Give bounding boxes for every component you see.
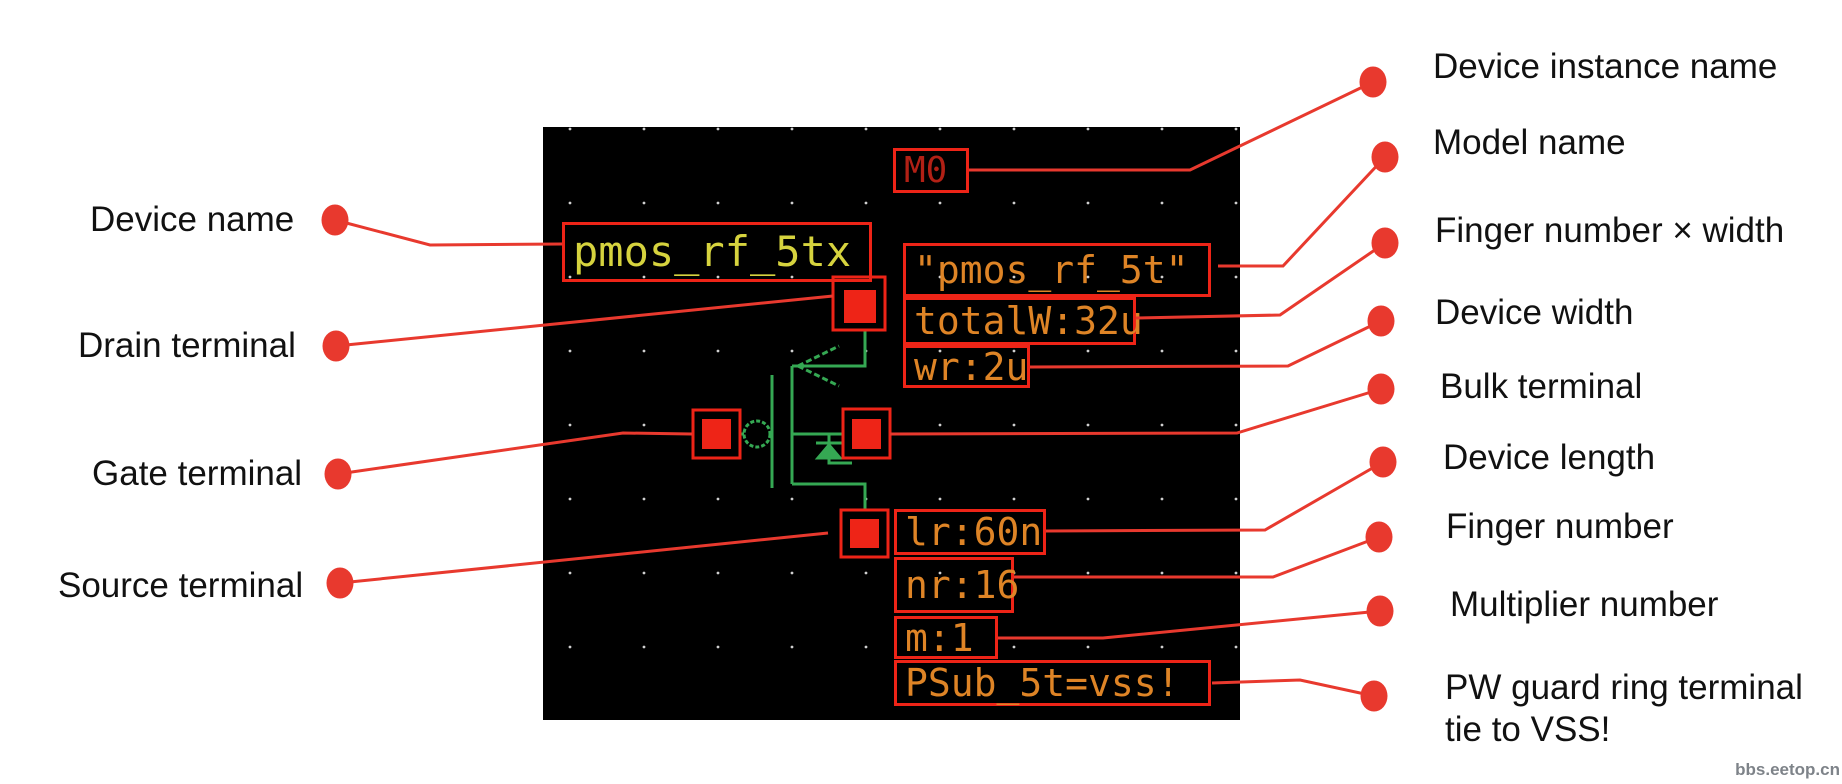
leader-device-name [334,218,563,247]
dot-finger-number [1365,521,1393,553]
device-width-box: wr:2u [903,345,1030,388]
dot-finger-width [1371,227,1399,259]
label-finger-number: Finger number [1446,507,1674,546]
label-guard-ring-line2: tie to VSS! [1445,710,1611,749]
bulk-terminal-square [852,419,881,449]
drain-wire [792,330,867,368]
label-instance-name: Device instance name [1433,47,1778,86]
multiplier-box: m:1 [894,616,998,659]
gate-terminal-outline [691,408,742,460]
label-guard-ring-line1: PW guard ring terminal [1445,668,1803,707]
label-gate-terminal: Gate terminal [92,454,303,493]
label-device-width: Device width [1435,293,1634,332]
total-width-box: totalW:32u [903,297,1143,345]
label-guard-ring: PW guard ring terminal tie to VSS! [1445,667,1803,751]
finger-number-box: nr:16 [894,557,1019,613]
source-wire [792,482,867,510]
gate-bubble [742,419,772,449]
drain-arrow-barb [797,344,840,368]
label-drain-terminal: Drain terminal [78,326,296,365]
label-bulk-terminal: Bulk terminal [1440,367,1643,406]
dot-instance-name [1359,66,1387,98]
watermark: bbs.eetop.cn [1735,760,1840,779]
dot-device-length [1369,446,1397,478]
device-name-box: pmos_rf_5tx [562,222,872,282]
source-terminal-outline [839,508,890,559]
pmos-symbol-graphic [568,127,1238,649]
dot-multiplier [1366,595,1394,627]
label-device-length: Device length [1443,438,1656,477]
dot-device-width [1367,305,1395,337]
label-model-name: Model name [1433,123,1626,162]
label-multiplier: Multiplier number [1450,585,1719,624]
terminal-squares [691,275,892,559]
instance-name-box: M0 [893,148,969,193]
dot-gate-terminal [324,458,352,490]
dot-guard-ring [1360,680,1388,712]
leader-model-name [1218,155,1387,268]
label-finger-width: Finger number × width [1435,211,1785,250]
dot-source-terminal [326,567,354,599]
source-terminal-square [850,519,879,548]
dot-bulk-terminal [1367,373,1395,405]
label-device-name: Device name [90,200,295,239]
label-source-terminal: Source terminal [58,566,304,605]
drain-terminal-square [844,290,876,323]
device-length-box: lr:60n [894,509,1046,555]
gate-terminal-square [702,419,731,449]
dot-drain-terminal [322,330,350,362]
dot-model-name [1371,141,1399,173]
drain-arrow-barb [797,364,840,388]
diode-tail-wire [827,458,852,465]
dot-device-name [321,204,349,236]
diode-triangle [814,442,844,460]
pmos-symbol [740,330,867,510]
guard-ring-box: PSub_5t=vss! [894,660,1211,706]
schematic-canvas: M0 pmos_rf_5tx "pmos_rf_5t" totalW:32u w… [543,127,1240,720]
model-name-box: "pmos_rf_5t" [903,243,1211,297]
